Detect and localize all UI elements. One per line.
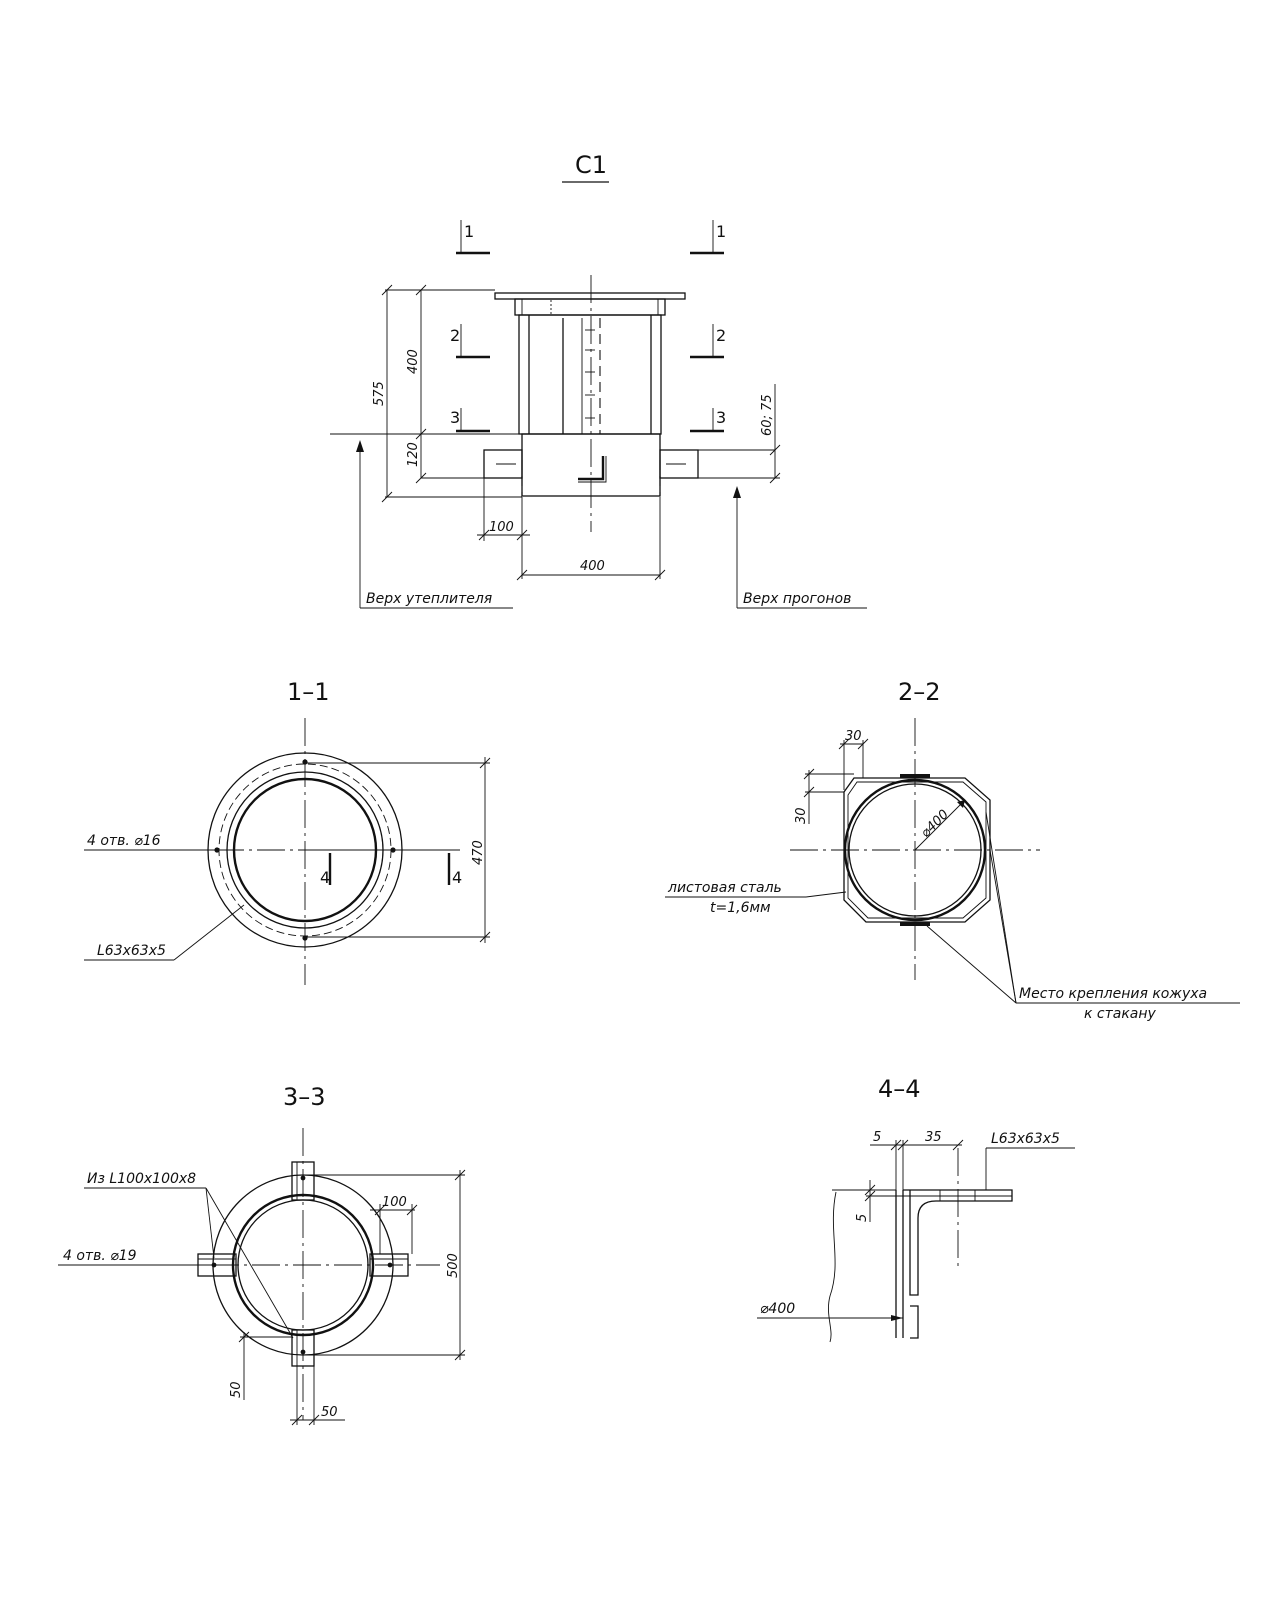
c1-dim-400-horizontal: 400 xyxy=(580,559,605,574)
c1-dim-400-vertical: 400 xyxy=(406,349,421,374)
c1-level-marks: Верх утеплителя Верх прогонов xyxy=(356,440,867,609)
s33-from-angle-label: Из L100х100х8 xyxy=(87,1171,196,1187)
s33-dim-50-vertical: 50 xyxy=(229,1381,244,1398)
label-purlins-top: Верх прогонов xyxy=(743,591,851,607)
s22-sheet-label: листовая сталь xyxy=(667,880,782,896)
c1-mark-1-right: 1 xyxy=(716,222,726,241)
c1-body xyxy=(330,275,775,532)
s11-holes-label: 4 отв. ⌀16 xyxy=(87,833,161,849)
view-section-1-1: 1–1 470 4 4 4 отв. ⌀16 L63х63х5 xyxy=(84,678,491,985)
s22-dim-30-top: 30 xyxy=(845,729,862,744)
s11-angle-label: L63х63х5 xyxy=(97,943,166,959)
c1-dim-575: 575 xyxy=(372,381,387,406)
label-insulation-top: Верх утеплителя xyxy=(366,591,492,607)
s44-diameter-label: ⌀400 xyxy=(760,1301,795,1317)
c1-dim-100: 100 xyxy=(489,520,514,535)
s22-attach-label-line2: к стакану xyxy=(1084,1006,1157,1022)
c1-mark-3-left: 3 xyxy=(450,408,460,427)
s11-title: 1–1 xyxy=(287,678,330,706)
s33-dim-50-horizontal: 50 xyxy=(321,1405,338,1420)
s33-holes-label: 4 отв. ⌀19 xyxy=(63,1248,137,1264)
view-section-4-4: 4–4 5 35 5 L63х63х5 ⌀400 xyxy=(757,1075,1075,1343)
s44-angle-label: L63х63х5 xyxy=(991,1131,1060,1147)
c1-dim-120: 120 xyxy=(406,442,421,467)
c1-mark-1-left: 1 xyxy=(464,222,474,241)
s22-title: 2–2 xyxy=(898,678,941,706)
c1-section-marks: 1 1 2 2 3 3 xyxy=(450,220,726,433)
s33-title: 3–3 xyxy=(283,1083,326,1111)
c1-mark-2-left: 2 xyxy=(450,326,460,345)
c1-mark-3-right: 3 xyxy=(716,408,726,427)
s11-dim-470: 470 xyxy=(471,840,486,865)
s33-dim-500: 500 xyxy=(446,1253,461,1278)
s11-mark-4-left: 4 xyxy=(320,868,330,887)
s11-mark-4-right: 4 xyxy=(452,868,462,887)
s44-dim-35: 35 xyxy=(925,1130,942,1145)
s44-dim-5-side: 5 xyxy=(855,1214,870,1222)
c1-dim-6075: 60; 75 xyxy=(760,394,775,436)
s44-dim-5-top: 5 xyxy=(873,1130,881,1145)
s22-attach-label-line1: Место крепления кожуха xyxy=(1019,986,1207,1002)
s33-dim-100: 100 xyxy=(382,1195,407,1210)
c1-title: С1 xyxy=(575,151,607,179)
view-section-3-3: 3–3 500 100 50 xyxy=(58,1083,466,1426)
s22-dim-30-side: 30 xyxy=(794,807,809,824)
c1-mark-2-right: 2 xyxy=(716,326,726,345)
s22-thickness-label: t=1,6мм xyxy=(710,900,771,916)
view-section-2-2: 2–2 ⌀400 30 30 листовая сталь t=1,6мм xyxy=(665,678,1240,1022)
view-c1: С1 1 1 2 2 3 3 xyxy=(330,151,867,609)
s44-title: 4–4 xyxy=(878,1075,921,1103)
s22-dim-diameter: ⌀400 xyxy=(918,807,952,841)
c1-dimensions: 575 400 120 60; 75 100 400 xyxy=(372,284,781,581)
